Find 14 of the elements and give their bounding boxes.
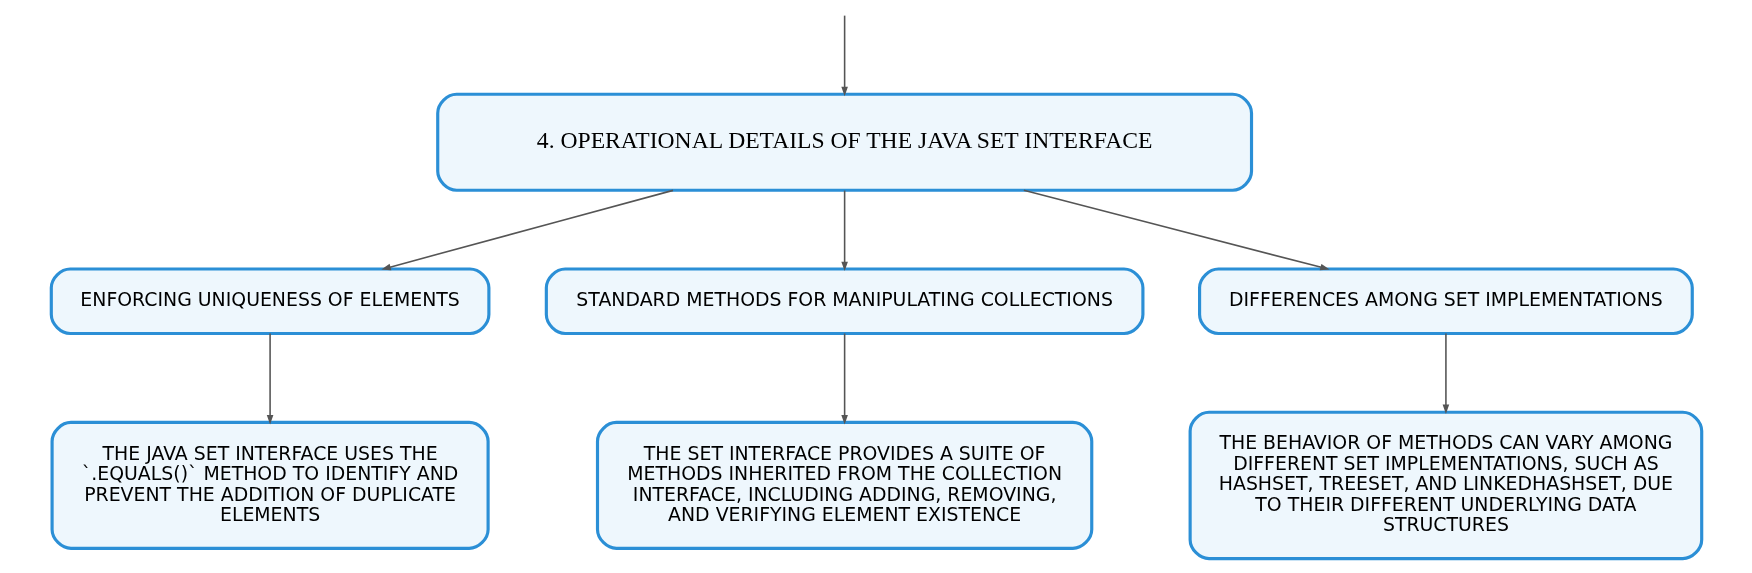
node-box: ENFORCING UNIQUENESS OF ELEMENTS — [49, 267, 490, 336]
node-box: THE JAVA SET INTERFACE USES THE `.EQUALS()` METHOD TO IDENTIFY AND PREVENT THE ADDITION OF DUPLICATE ELEMENTS — [50, 420, 490, 550]
node-box: STANDARD METHODS FOR MANIPULATING COLLECTIONS — [544, 267, 1144, 336]
arrow — [840, 189, 848, 272]
arrow — [1442, 332, 1449, 414]
arrow — [1022, 189, 1330, 271]
arrow — [840, 14, 848, 97]
arrow — [840, 332, 848, 425]
arrow — [380, 189, 674, 271]
node-box: DIFFERENCES AMONG SET IMPLEMENTATIONS — [1197, 267, 1694, 336]
arrow — [266, 332, 273, 425]
node-box: THE SET INTERFACE PROVIDES A SUITE OF METHODS INHERITED FROM THE COLLECTION INTERFACE, INCLUDING ADDING, REMOVING, AND VERIFYING ELEMENT EXISTENCE — [595, 420, 1093, 550]
node-box: 4. OPERATIONAL DETAILS OF THE JAVA SET INTERFACE — [435, 92, 1253, 192]
node-box: THE BEHAVIOR OF METHODS CAN VARY AMONG DIFFERENT SET IMPLEMENTATIONS, SUCH AS HASHSET, TREESET, AND LINKEDHASHSET, DUE TO THEIR DIFFERENT UNDERLYING DATA STRUCTURES — [1188, 410, 1703, 561]
